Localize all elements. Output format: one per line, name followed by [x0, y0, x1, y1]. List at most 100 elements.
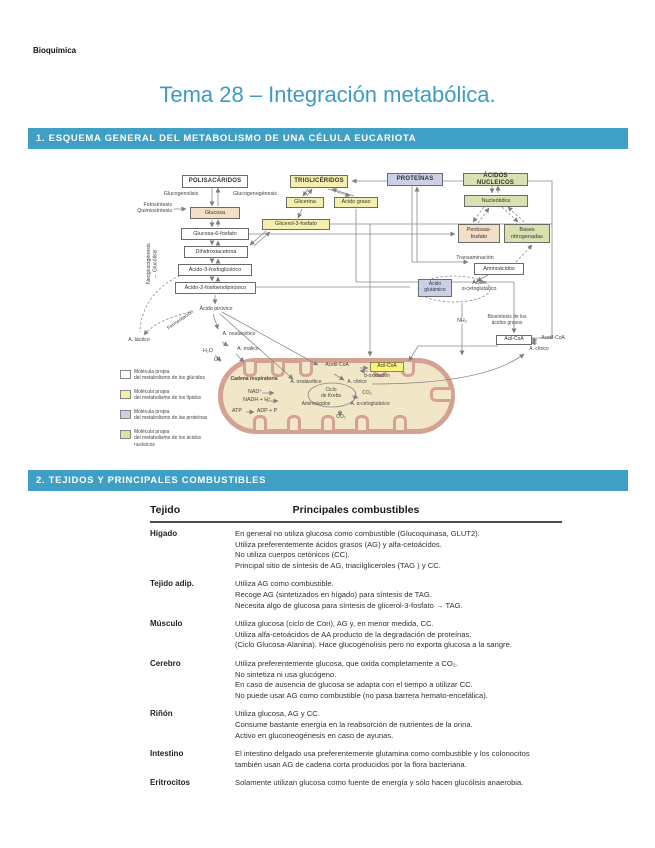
diagram-box-proteinas: PROTEÍNAS — [387, 173, 443, 186]
diagram-box-acido-glutamico: Ácido glutámico — [418, 279, 452, 297]
diagram-box-trigliceridos: TRIGLICÉRIDOS — [290, 175, 348, 188]
label-co2-krebs: CO₂ — [362, 390, 372, 396]
label-nad: NAD⁺ — [248, 389, 262, 395]
table-row-higado: Hígado En general no utiliza glucosa com… — [150, 529, 572, 571]
tissue-name: Intestino — [150, 749, 184, 759]
diagram-box-glucosa-6-fosfato: Glucosa-6-fosfato — [181, 228, 249, 240]
label-glucogenolisis: Glucogenolisis — [163, 191, 199, 197]
crista — [299, 362, 313, 377]
tissue-fuels: Utiliza AG como combustible. Recoge AG (… — [235, 579, 463, 610]
legend-item-lipidos: Molécula propia del metabolismo de los l… — [120, 389, 216, 402]
label-neoglucogenesis-glucolisis: Neoglucogénesis ← Glucólisis — [146, 243, 159, 285]
label-beta-oxidacion: b-oxidación — [364, 373, 390, 379]
label-a-oxalacetico-mitocondria: A. oxalacético — [290, 379, 322, 385]
diagram-box-polisacaridos: POLISACÁRIDOS — [182, 175, 248, 188]
label-a-citrico-mitocondria: A. cítrico — [347, 379, 367, 385]
diagram-box-aminoacidos: Aminoácidos — [474, 263, 524, 275]
fuel-table: Hígado En general no utiliza glucosa com… — [150, 529, 572, 797]
metabolism-diagram: POLISACÁRIDOS TRIGLICÉRIDOS PROTEÍNAS ÁC… — [118, 162, 565, 464]
table-row-eritrocitos: Eritrocitos Solamente utilizan glucosa c… — [150, 778, 572, 789]
diagram-box-bases-nitrogenadas: Bases nitrogenadas — [504, 224, 550, 243]
legend-text-lipidos: Molécula propia del metabolismo de los l… — [134, 389, 201, 402]
crista — [430, 387, 451, 402]
label-biosintesis-acidos-grasos: Biosíntesis de los ácidos grasos — [487, 314, 527, 326]
label-acido-cetoglutarico: Ácido α-cetoglutárico — [461, 280, 497, 293]
label-a-oxalacetico: A. oxalacético — [222, 331, 256, 337]
diagram-box-glicerina: Glicerina — [286, 197, 324, 208]
table-row-musculo: Músculo Utiliza glucosa (ciclo de Cori),… — [150, 619, 572, 651]
label-aminoacidos-mitocondria: Aminoácidos — [301, 401, 331, 407]
label-a-citrico-citosol: A. cítrico — [529, 346, 549, 352]
label-h2o: H₂O — [202, 348, 213, 354]
tissue-name: Tejido adip. — [150, 579, 194, 589]
diagram-box-glucosa: Glucosa — [190, 207, 240, 219]
legend-swatch-proteinas — [120, 410, 131, 419]
crista — [243, 362, 257, 377]
label-nadh: NADH + H⁺ — [243, 397, 271, 403]
label-acetil-coa-citosol: Acetil-CoA — [541, 335, 565, 341]
label-a-malico: A. málico — [237, 346, 259, 352]
legend-item-glucidos: Molécula propia del metabolismo de los g… — [120, 369, 216, 382]
diagram-box-acil-coa-mitocondria: Acil-CoA — [370, 362, 404, 372]
table-header-tejido: Tejido — [150, 504, 181, 516]
section-1-header: 1. ESQUEMA GENERAL DEL METABOLISMO DE UN… — [28, 128, 628, 149]
tissue-name: Hígado — [150, 529, 178, 538]
diagram-box-glicerol-3-fosfato: Glicerol-3-fosfato — [262, 219, 330, 230]
label-ciclo-krebs: Ciclo de Krebs — [320, 387, 341, 399]
crista — [271, 362, 285, 377]
label-fotosintesis: Fotosíntesis Quimiosíntesis — [137, 202, 172, 215]
tissue-fuels: En general no utiliza glucosa como combu… — [235, 529, 480, 570]
label-cadena-respiratoria: Cadena respiratoria — [230, 376, 278, 382]
label-transaminacion: Transaminación — [456, 255, 494, 261]
tissue-fuels: Solamente utilizan glucosa como fuente d… — [235, 778, 524, 788]
label-acetil-coa-mitocondria: Acetil-CoA — [325, 362, 349, 368]
table-row-cerebro: Cerebro Utiliza preferentemente glucosa,… — [150, 659, 572, 701]
label-o2: O₂ — [213, 357, 221, 363]
crista — [253, 415, 267, 430]
crista — [355, 415, 369, 430]
label-glucogenogenesis: Glucogenogénesis — [233, 191, 277, 197]
tissue-name: Eritrocitos — [150, 778, 191, 788]
label-adp: ADP + P — [256, 408, 278, 414]
diagram-box-acido-fosfoenolpiruvico: Ácido-2-fosfoenolpirúvico — [175, 282, 256, 294]
crista — [393, 415, 407, 430]
table-header-combustibles: Principales combustibles — [292, 504, 420, 516]
table-row-rinon: Riñón Utiliza glucosa, AG y CC. Consume … — [150, 709, 572, 741]
table-row-tejido-adiposo: Tejido adip. Utiliza AG como combustible… — [150, 579, 572, 611]
course-label: Bioquímica — [33, 46, 77, 55]
legend-swatch-lipidos — [120, 390, 131, 399]
label-a-lactico: A. láctico — [128, 337, 150, 343]
diagram-box-nucleotidos: Nucleótidos — [464, 195, 528, 207]
label-a-cetoglutarico-mitocondria: A. α-cetoglutárico — [350, 401, 390, 407]
table-row-intestino: Intestino El intestino delgado usa prefe… — [150, 749, 572, 770]
tissue-name: Riñón — [150, 709, 173, 719]
diagram-box-dihidroxiacetona: Dihidroxiacetona — [184, 246, 248, 258]
table-header-rule — [150, 521, 562, 523]
tissue-fuels: Utiliza glucosa, AG y CC. Consume bastan… — [235, 709, 473, 740]
label-co2-bottom: CO₂ — [336, 414, 346, 420]
crista — [321, 415, 335, 430]
label-acido-piruvico: Ácido pirúvico — [199, 306, 233, 312]
diagram-box-acido-3-fosfoglicerico: Ácido-3-fosfoglicérico — [178, 264, 252, 276]
legend-text-proteinas: Molécula propia del metabolismo de las p… — [134, 409, 208, 422]
tissue-name: Cerebro — [150, 658, 181, 668]
diagram-box-acidos-nucleicos: ÁCIDOS NUCLEICOS — [463, 173, 528, 186]
tissue-fuels: Utiliza glucosa (ciclo de Cori), AG y, e… — [235, 619, 512, 650]
legend-item-proteinas: Molécula propia del metabolismo de las p… — [120, 409, 216, 422]
legend-swatch-nucleicos — [120, 430, 131, 439]
label-atp: ATP — [232, 408, 242, 414]
tissue-fuels: Utiliza preferentemente glucosa, que oxi… — [235, 658, 488, 700]
legend-swatch-glucidos — [120, 370, 131, 379]
legend-text-glucidos: Molécula propia del metabolismo de los g… — [134, 369, 205, 382]
page-title: Tema 28 – Integración metabólica. — [159, 82, 496, 107]
tissue-fuels: El intestino delgado usa preferentemente… — [235, 749, 530, 769]
diagram-box-pentosas-fosfato: Pentosas- fosfato — [458, 224, 500, 243]
legend-text-nucleicos: Molécula propia del metabolismo de los á… — [134, 429, 201, 448]
label-nh3: NH₃ — [452, 318, 472, 325]
diagram-box-acido-graso: Ácido graso — [334, 197, 378, 208]
legend-item-nucleicos: Molécula propia del metabolismo de los á… — [120, 429, 216, 448]
tissue-name: Músculo — [150, 619, 183, 629]
diagram-box-acil-coa-citosol: Acil-CoA — [496, 335, 532, 345]
section-2-header: 2. TEJIDOS Y PRINCIPALES COMBUSTIBLES — [28, 470, 628, 491]
